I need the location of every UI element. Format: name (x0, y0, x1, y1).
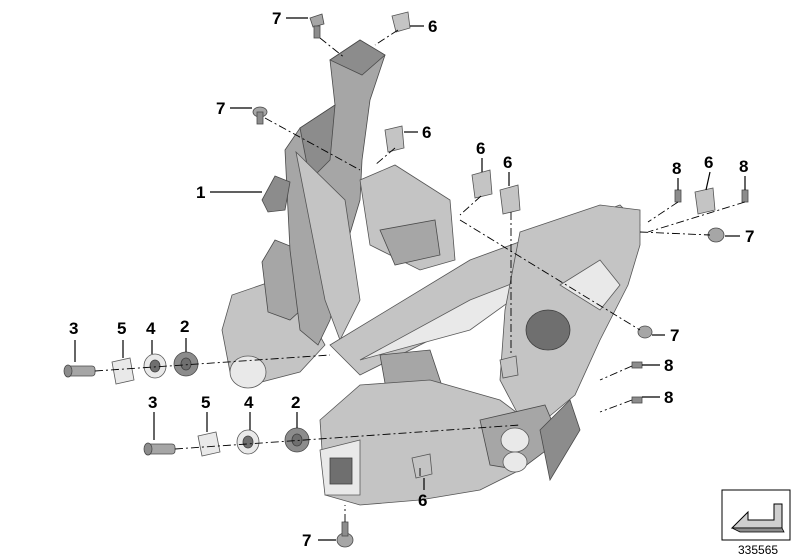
reference-number: 335565 (738, 543, 778, 557)
callout-7-upper: 7 (216, 99, 225, 118)
callout-1: 1 (196, 183, 205, 202)
callout-4-upper: 4 (146, 319, 156, 338)
main-bracket (221, 39, 641, 506)
callout-6-right: 6 (704, 153, 713, 172)
callout-6-top: 6 (428, 17, 437, 36)
callout-6-upper: 6 (422, 123, 431, 142)
leader-lines (74, 17, 746, 541)
callout-7-right: 7 (745, 227, 754, 246)
callout-8-top-left: 8 (672, 159, 681, 178)
callout-7-top: 7 (272, 9, 281, 28)
callout-8-mid-right: 8 (664, 356, 673, 375)
callout-8-top-right: 8 (739, 157, 748, 176)
callout-6-bottom: 6 (418, 491, 427, 510)
callout-4-lower: 4 (244, 393, 254, 412)
callout-3-upper: 3 (69, 319, 78, 338)
callout-8-lower-right: 8 (664, 388, 673, 407)
callout-6-center-left: 6 (476, 139, 485, 158)
callout-7-lower-right: 7 (670, 326, 679, 345)
callout-5-lower: 5 (201, 393, 210, 412)
callout-2-upper: 2 (180, 317, 189, 336)
callout-3-lower: 3 (148, 393, 157, 412)
orientation-arrow-icon (721, 489, 791, 541)
assembly-lines (94, 29, 746, 522)
callout-labels: 7 6 7 6 1 6 6 8 6 8 7 7 8 8 3 5 4 2 3 5 … (69, 9, 754, 550)
fasteners (63, 11, 749, 548)
callout-6-center-right: 6 (503, 153, 512, 172)
callout-7-bottom: 7 (302, 531, 311, 550)
callout-5-upper: 5 (117, 319, 126, 338)
callout-2-lower: 2 (291, 393, 300, 412)
